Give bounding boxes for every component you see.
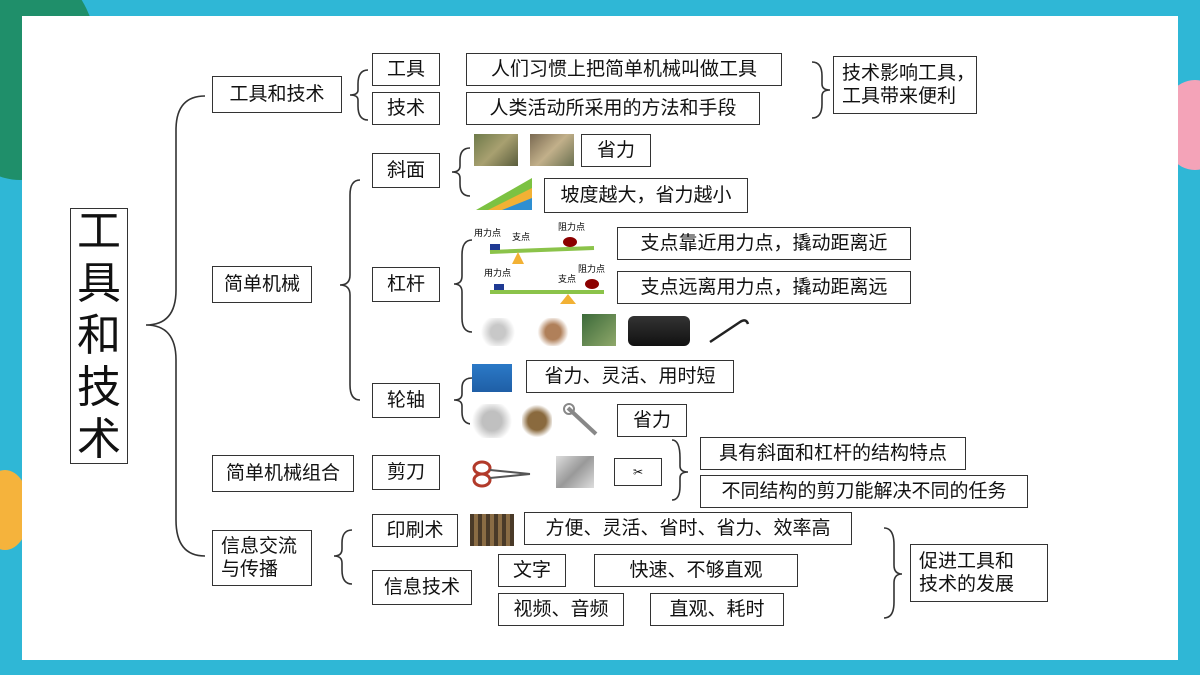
stapler-icon: [628, 316, 690, 346]
node-printing: 印刷术: [372, 514, 458, 547]
balance-scale-icon: [478, 318, 518, 346]
nutcracker-icon: [536, 318, 570, 346]
printing-effect: 方便、灵活、省时、省力、效率高: [524, 512, 852, 545]
label-load-point: 阻力点: [558, 222, 585, 233]
wheel-axle-effect-1: 省力、灵活、用时短: [526, 360, 734, 393]
lever-rule-far: 支点远离用力点，撬动距离远: [617, 271, 911, 304]
label-fulcrum: 支点: [512, 231, 530, 243]
node-tech: 技术: [372, 92, 440, 125]
wheel-axle-effect-2: 省力: [617, 404, 687, 437]
incline-rule: 坡度越大，省力越小: [544, 178, 748, 213]
node-simple-machines: 简单机械: [212, 266, 312, 303]
node-information-tech: 信息技术: [372, 570, 472, 605]
lever-diagram-far: 用力点 支点 阻力点: [484, 263, 605, 304]
incline-photo-1: [474, 134, 518, 166]
node-tech-definition: 人类活动所采用的方法和手段: [466, 92, 760, 125]
node-scissors: 剪刀: [372, 455, 440, 490]
pliers-photo: [582, 314, 616, 346]
label-load-point-2: 阻力点: [578, 263, 605, 275]
av-medium: 视频、音频: [498, 593, 624, 626]
label-fulcrum-2: 支点: [558, 273, 576, 285]
text-medium-effect: 快速、不够直观: [594, 554, 798, 587]
text-medium: 文字: [498, 554, 566, 587]
incline-effect: 省力: [581, 134, 651, 167]
node-combination: 简单机械组合: [212, 455, 354, 492]
lever-rule-near: 支点靠近用力点，撬动距离近: [617, 227, 911, 260]
incline-diagram-icon: [476, 178, 532, 210]
incline-photo-2: [530, 134, 574, 166]
movable-type-photo: [470, 514, 514, 546]
node-wheel-axle: 轮轴: [372, 383, 440, 418]
node-tool-definition: 人们习惯上把简单机械叫做工具: [466, 53, 782, 86]
communication-summary: 促进工具和 技术的发展: [910, 544, 1048, 602]
wrench-icon: [563, 403, 598, 436]
av-medium-effect: 直观、耗时: [650, 593, 784, 626]
scissors-note-2: 不同结构的剪刀能解决不同的任务: [700, 475, 1028, 508]
root-title: 工 具 和 技 术: [70, 206, 128, 465]
cart-icon: [472, 364, 512, 392]
node-tool: 工具: [372, 53, 440, 86]
node-lever: 杠杆: [372, 267, 440, 302]
node-incline: 斜面: [372, 153, 440, 188]
node-tools-tech: 工具和技术: [212, 76, 342, 113]
node-communication: 信息交流 与传播: [212, 530, 312, 586]
scissors-note-1: 具有斜面和杠杆的结构特点: [700, 437, 966, 470]
label-effort-point-2: 用力点: [484, 267, 511, 279]
node-tools-tech-summary: 技术影响工具， 工具带来便利: [833, 56, 977, 114]
scissors-small-icon: ✂: [614, 458, 662, 486]
label-effort-point: 用力点: [474, 227, 501, 239]
pulley-icon: [522, 404, 552, 438]
faucet-icon: [470, 404, 514, 438]
lever-diagram-near: 用力点 支点 阻力点: [474, 222, 595, 264]
crowbar-icon: [709, 319, 750, 344]
scissors-photo: [556, 456, 594, 488]
scissors-red-icon: [472, 460, 531, 488]
